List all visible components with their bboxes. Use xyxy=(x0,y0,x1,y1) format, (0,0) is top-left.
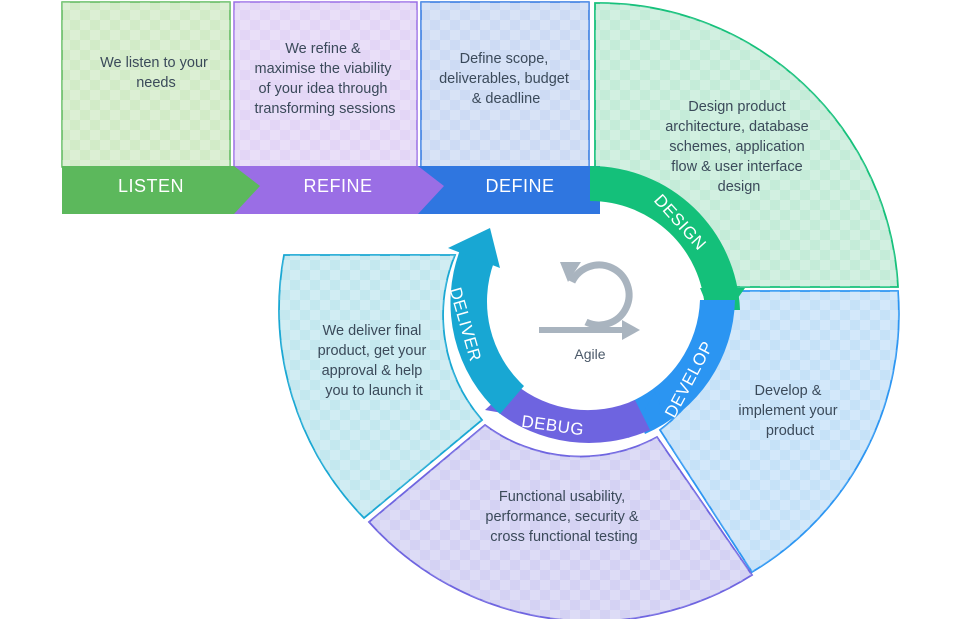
deliver-ring-segment xyxy=(450,250,524,414)
arrow-define xyxy=(418,166,600,214)
design-ring-segment xyxy=(590,165,740,310)
step-define-description: Define scope, deliverables, budget & dea… xyxy=(439,51,573,107)
design-description: Design product architecture, database sc… xyxy=(665,99,813,195)
step-listen: We listen to your needs xyxy=(61,1,231,168)
arrow-refine xyxy=(234,166,446,214)
deliver-arrowhead xyxy=(448,228,500,268)
arrow-define-label: DEFINE xyxy=(485,176,554,196)
arrow-refine-label: REFINE xyxy=(303,176,372,196)
step-refine: We refine & maximise the viability of yo… xyxy=(233,1,418,168)
debug-ring-segment xyxy=(495,384,650,444)
arrow-listen xyxy=(62,166,262,214)
top-arrow-bar: LISTEN REFINE DEFINE xyxy=(62,166,600,214)
cycle-ring: DESIGN DEVELOP DEBUG DELIVER xyxy=(446,165,745,444)
develop-description: Develop & implement your product xyxy=(738,383,841,439)
center-label: Agile xyxy=(574,346,605,362)
agile-loop-icon xyxy=(539,261,640,340)
step-define: Define scope, deliverables, budget & dea… xyxy=(420,1,590,168)
cycle-panels xyxy=(278,2,900,619)
debug-description: Functional usability, performance, secur… xyxy=(485,489,642,545)
arrow-listen-label: LISTEN xyxy=(118,176,184,196)
step-refine-description: We refine & maximise the viability of yo… xyxy=(254,41,395,117)
deliver-description: We deliver final product, get your appro… xyxy=(318,323,431,399)
step-listen-description: We listen to your needs xyxy=(100,55,212,91)
